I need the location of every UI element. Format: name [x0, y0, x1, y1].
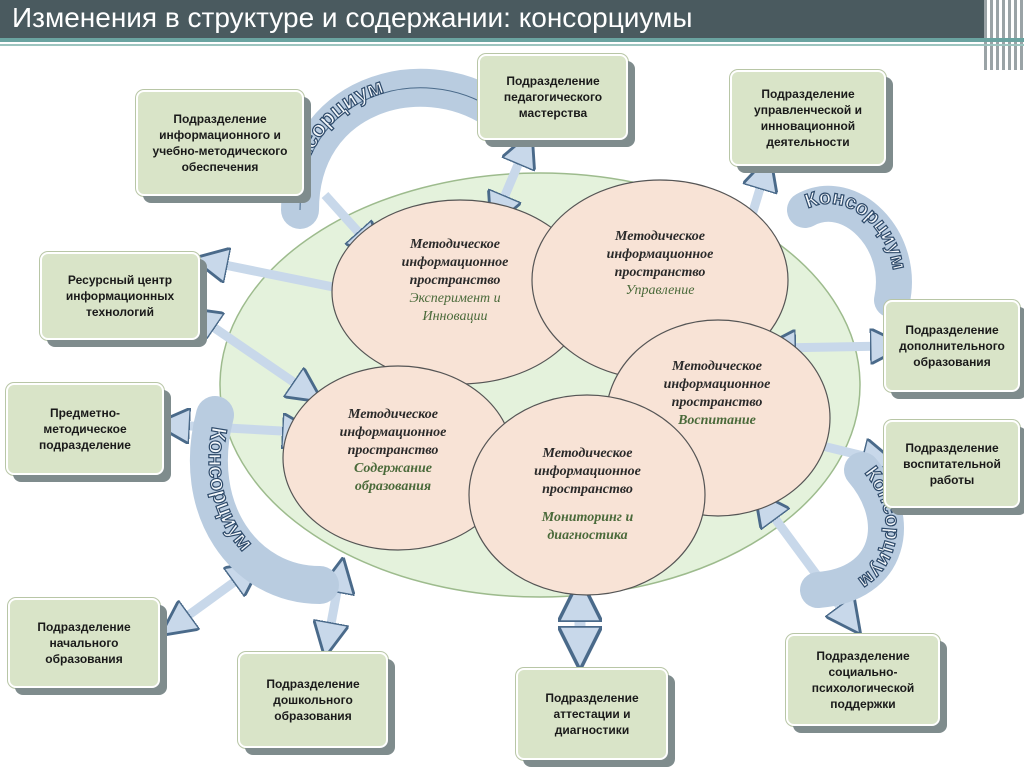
- circle-label-experiment: Методическое информационное пространство…: [401, 237, 509, 324]
- title-bar: [0, 0, 1024, 38]
- box-additional-education: Подразделение дополнительного образовани…: [884, 300, 1020, 392]
- arrow-resource-content: [200, 318, 308, 392]
- circle-monitoring: [468, 394, 706, 596]
- box-info-support: Подразделение информационного и учебно-м…: [136, 90, 304, 196]
- circle-label-content: Методическое информационное пространство…: [339, 407, 447, 494]
- circle-label-monitoring: Методическое информационное пространство…: [534, 446, 641, 543]
- box-preschool-education: Подразделение дошкольного образования: [238, 652, 388, 748]
- box-management: Подразделение управленческой и инновацио…: [730, 70, 886, 166]
- circles: [282, 179, 831, 596]
- box-resource-center: Ресурсный центр информационных технологи…: [40, 252, 200, 340]
- box-attestation: Подразделение аттестации и диагностики: [516, 668, 668, 760]
- title-decoration: [984, 0, 1024, 70]
- title-underline: [0, 38, 1024, 42]
- box-primary-education: Подразделение начального образования: [8, 598, 160, 688]
- title-underline-thin: [0, 44, 1024, 46]
- box-subject-method: Предметно-методическое подразделение: [6, 383, 164, 475]
- box-upbringing: Подразделение воспитательной работы: [884, 420, 1020, 508]
- arrow-primary: [175, 572, 248, 625]
- page-title: Изменения в структуре и содержании: конс…: [12, 2, 693, 33]
- box-social-psych: Подразделение социально-психологической …: [786, 634, 940, 726]
- circle-label-upbringing: Методическое информационное пространство…: [663, 359, 771, 428]
- arrow-pedagogical: [498, 148, 525, 212]
- circle-label-management: Методическое информационное пространство…: [606, 229, 714, 298]
- box-pedagogical: Подразделение педагогического мастерства: [478, 54, 628, 140]
